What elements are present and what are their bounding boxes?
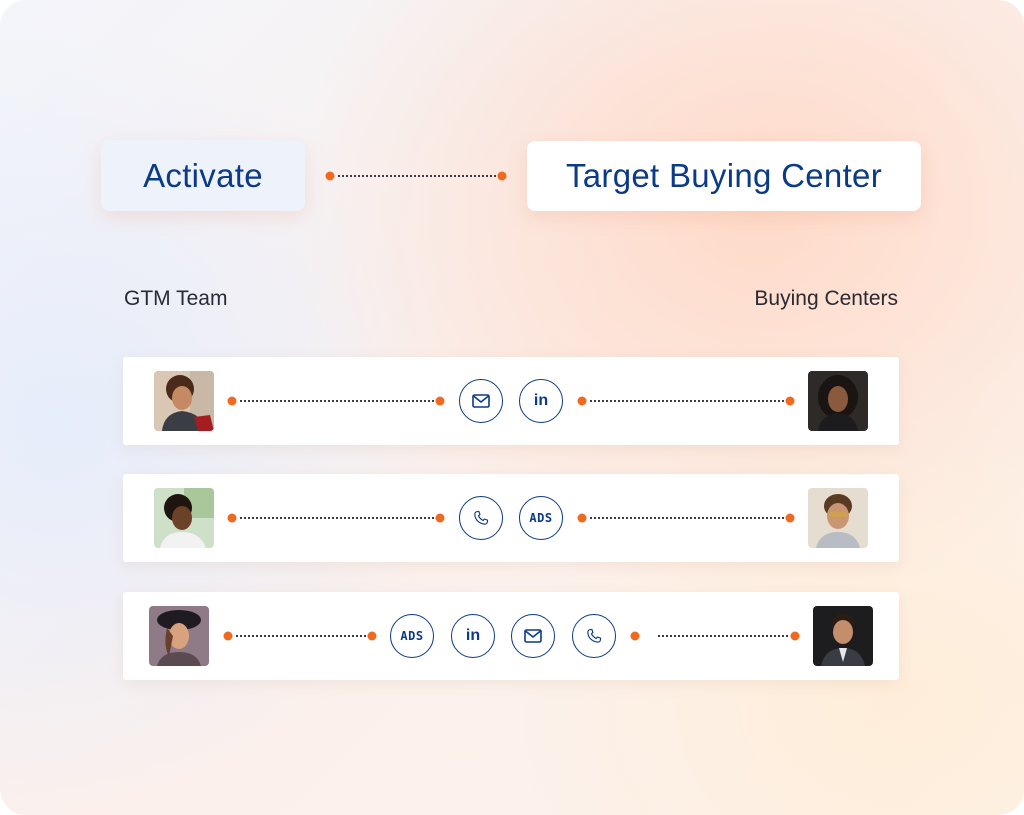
connector-line: [338, 175, 496, 177]
gtm-team-label: GTM Team: [124, 287, 228, 310]
ads-icon: ADS: [390, 614, 434, 658]
phone-icon: [572, 614, 616, 658]
connector-line: [658, 635, 788, 637]
target-buying-center-box: Target Buying Center: [527, 141, 921, 211]
connector-dot: [227, 513, 237, 523]
connector-dot: [325, 171, 335, 181]
connector-line: [236, 635, 366, 637]
buying-center-avatar: [808, 371, 868, 431]
connector-line: [240, 517, 434, 519]
connector-dot: [630, 631, 640, 641]
connector-dot: [223, 631, 233, 641]
email-icon: [459, 379, 503, 423]
phone-icon: [459, 496, 503, 540]
connector-dot: [227, 396, 237, 406]
linkedin-icon: in: [451, 614, 495, 658]
connector-dot: [367, 631, 377, 641]
connector-dot: [577, 513, 587, 523]
activate-label: Activate: [143, 156, 263, 194]
connector-dot: [790, 631, 800, 641]
gtm-member-avatar: [149, 606, 209, 666]
connector-dot: [497, 171, 507, 181]
email-icon: [511, 614, 555, 658]
connector-dot: [785, 513, 795, 523]
buying-centers-label: Buying Centers: [754, 287, 898, 310]
gtm-member-avatar: [154, 371, 214, 431]
linkedin-icon: in: [519, 379, 563, 423]
connector-line: [590, 400, 784, 402]
connector-line: [240, 400, 434, 402]
connector-dot: [577, 396, 587, 406]
ads-icon: ADS: [519, 496, 563, 540]
buying-center-avatar: [813, 606, 873, 666]
connector-dot: [435, 396, 445, 406]
connector-dot: [435, 513, 445, 523]
connector-dot: [785, 396, 795, 406]
gtm-member-avatar: [154, 488, 214, 548]
connector-line: [590, 517, 784, 519]
activate-box: Activate: [101, 140, 305, 211]
target-buying-center-label: Target Buying Center: [565, 157, 882, 194]
buying-center-avatar: [808, 488, 868, 548]
